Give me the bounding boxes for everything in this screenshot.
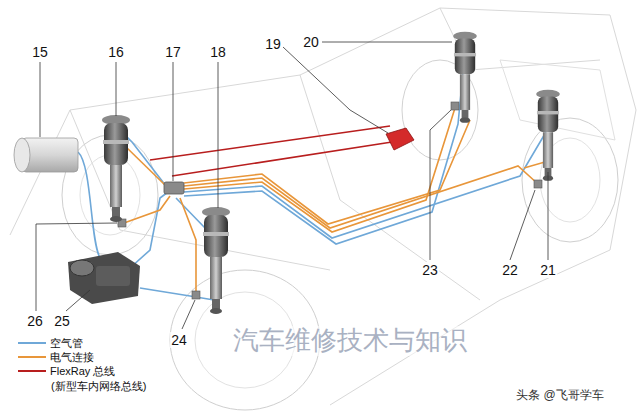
electrical-wiring bbox=[124, 108, 552, 292]
callout-number: 21 bbox=[539, 262, 557, 278]
legend-line-sample bbox=[18, 356, 46, 358]
control-unit bbox=[386, 128, 414, 150]
car-body-outline bbox=[10, 8, 636, 410]
compressor-unit bbox=[68, 252, 140, 304]
callout-number: 18 bbox=[209, 44, 227, 60]
callout-number: 17 bbox=[164, 44, 182, 60]
legend-label: 电气连接 bbox=[50, 351, 94, 364]
callout-number: 19 bbox=[264, 36, 282, 52]
leader-lines bbox=[36, 42, 548, 329]
callout-number: 24 bbox=[170, 332, 188, 348]
flexray-bus bbox=[150, 126, 392, 176]
air-reservoir bbox=[14, 138, 78, 172]
legend-line-sample bbox=[18, 370, 46, 372]
valve-block bbox=[164, 182, 184, 194]
legend-label: 空气管 bbox=[50, 337, 83, 350]
callout-number: 25 bbox=[53, 313, 71, 329]
callout-number: 15 bbox=[31, 44, 49, 60]
air-pipes bbox=[78, 52, 546, 300]
callout-number: 23 bbox=[421, 262, 439, 278]
height-sensors bbox=[118, 102, 542, 299]
legend-label: FlexRay 总线 bbox=[50, 365, 115, 378]
legend-line-sample bbox=[18, 342, 46, 344]
callout-number: 22 bbox=[501, 262, 519, 278]
callout-number: 16 bbox=[107, 44, 125, 60]
source-credit: 头条 @飞哥学车 bbox=[515, 389, 605, 403]
legend-samples bbox=[18, 343, 46, 371]
callout-number: 26 bbox=[26, 313, 44, 329]
callout-number: 20 bbox=[302, 34, 320, 50]
watermark: 汽车维修技术与知识 bbox=[232, 326, 468, 356]
legend-note: (新型车内网络总线) bbox=[50, 380, 147, 393]
